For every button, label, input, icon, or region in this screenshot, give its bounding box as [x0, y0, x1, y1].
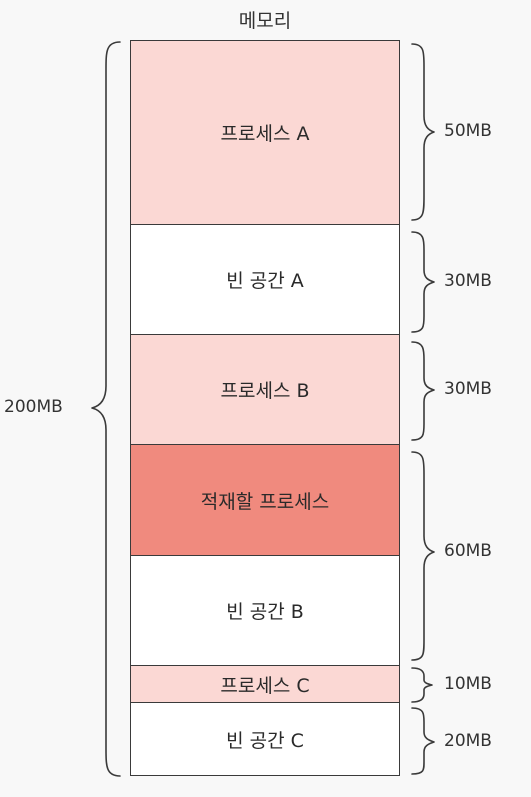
size-label-process-c: 10MB	[444, 674, 492, 694]
block-label: 프로세스 B	[220, 380, 310, 402]
size-brace-process-b	[411, 341, 435, 441]
block-label: 빈 공간 C	[226, 729, 304, 752]
size-brace-process-c	[411, 667, 433, 703]
size-label-60mb: 60MB	[444, 541, 492, 561]
total-size-label: 200MB	[4, 397, 63, 417]
block-process-c: 프로세스 C	[130, 665, 400, 703]
size-label-process-b: 30MB	[444, 379, 492, 399]
block-label: 빈 공간 B	[226, 601, 304, 623]
block-label: 프로세스 A	[220, 123, 310, 145]
size-brace-60mb	[411, 451, 435, 661]
size-brace-process-a	[411, 43, 435, 221]
size-label-free-c: 20MB	[444, 731, 492, 751]
block-label: 빈 공간 A	[226, 270, 304, 292]
block-free-c: 빈 공간 C	[130, 702, 400, 776]
block-process-to-load: 적재할 프로세스	[130, 444, 400, 556]
diagram-title: 메모리	[238, 10, 292, 32]
total-brace	[91, 41, 121, 777]
block-process-a: 프로세스 A	[130, 40, 400, 225]
size-label-free-a: 30MB	[444, 271, 492, 291]
size-label-process-a: 50MB	[444, 121, 492, 141]
block-label: 프로세스 C	[220, 674, 310, 697]
block-free-a: 빈 공간 A	[130, 224, 400, 335]
size-brace-free-c	[411, 707, 435, 775]
block-label: 적재할 프로세스	[200, 490, 330, 513]
block-free-b: 빈 공간 B	[130, 555, 400, 666]
size-brace-free-a	[411, 231, 435, 333]
